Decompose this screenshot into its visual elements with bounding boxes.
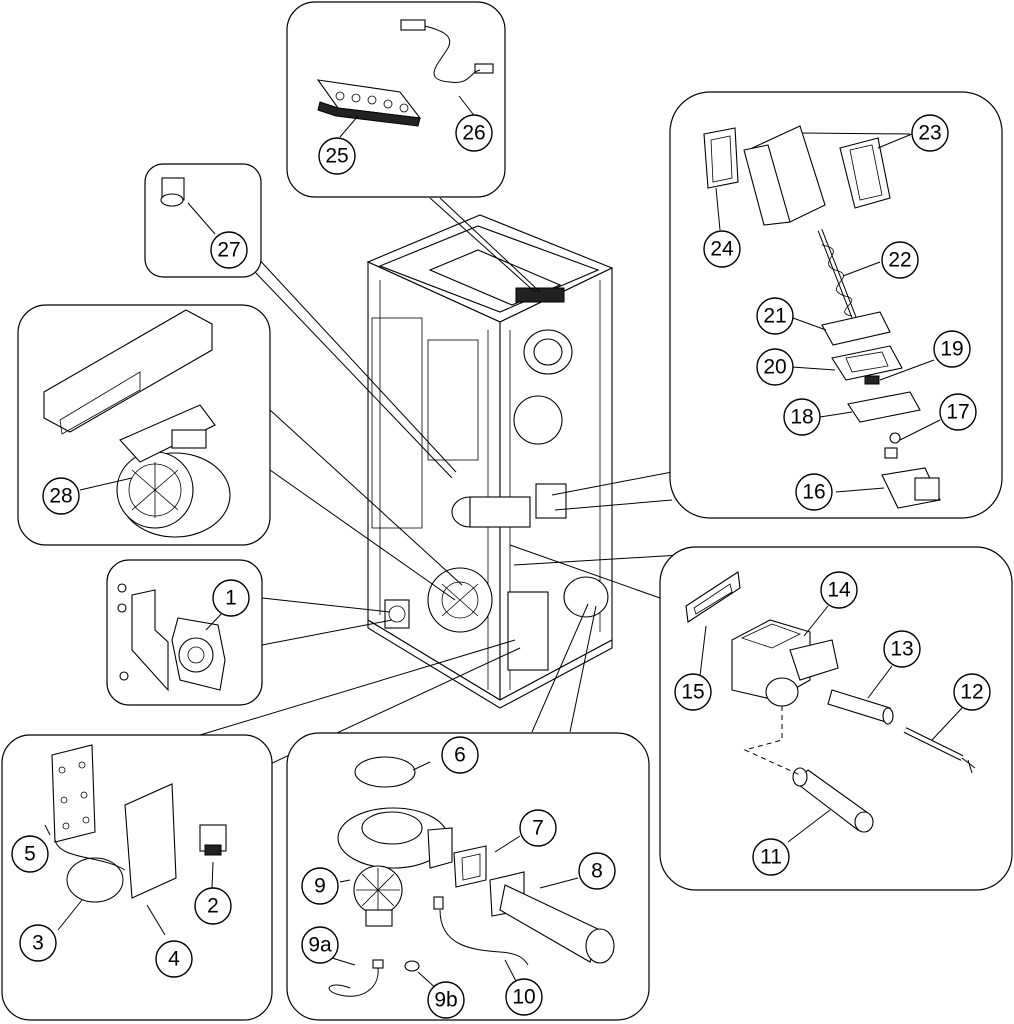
callout-label-26: 26 bbox=[462, 122, 485, 145]
panel-control-display bbox=[286, 1, 506, 198]
callout-18: 18 bbox=[783, 398, 821, 436]
panel-blower bbox=[286, 732, 650, 1021]
callout-label-6: 6 bbox=[454, 744, 466, 767]
callout-label-18: 18 bbox=[790, 406, 813, 429]
callout-label-19: 19 bbox=[940, 338, 963, 361]
callout-label-8: 8 bbox=[591, 860, 603, 883]
callout-4: 4 bbox=[155, 940, 193, 978]
callout-26: 26 bbox=[455, 114, 493, 152]
callout-label-15: 15 bbox=[681, 681, 704, 704]
callout-label-22: 22 bbox=[888, 249, 911, 272]
callout-6: 6 bbox=[441, 736, 479, 774]
callout-label-17: 17 bbox=[946, 401, 969, 424]
callout-label-12: 12 bbox=[960, 681, 983, 704]
callout-21: 21 bbox=[756, 297, 794, 335]
callout-28: 28 bbox=[42, 477, 80, 515]
callout-label-4: 4 bbox=[168, 948, 180, 971]
callout-label-16: 16 bbox=[802, 481, 825, 504]
panel-exhaust-motor bbox=[106, 559, 263, 706]
callout-25: 25 bbox=[318, 137, 356, 175]
callout-label-5: 5 bbox=[24, 843, 36, 866]
callout-23: 23 bbox=[911, 114, 949, 152]
callout-label-7: 7 bbox=[532, 817, 544, 840]
panel-auger bbox=[669, 91, 1003, 519]
callout-label-23: 23 bbox=[918, 122, 941, 145]
callout-16: 16 bbox=[795, 473, 833, 511]
callout-label-20: 20 bbox=[763, 356, 786, 379]
callout-label-1: 1 bbox=[225, 587, 237, 610]
callout-9a: 9a bbox=[301, 926, 339, 964]
callout-5: 5 bbox=[11, 835, 49, 873]
callout-label-21: 21 bbox=[763, 305, 786, 328]
panel-burner bbox=[659, 546, 1013, 891]
callout-label-10: 10 bbox=[512, 986, 535, 1009]
callout-9b: 9b bbox=[427, 981, 465, 1019]
callout-9: 9 bbox=[301, 867, 339, 905]
callout-19: 19 bbox=[933, 330, 971, 368]
panel-electronics bbox=[1, 734, 273, 1021]
callout-14: 14 bbox=[820, 571, 858, 609]
callout-15: 15 bbox=[674, 673, 712, 711]
callout-24: 24 bbox=[703, 230, 741, 268]
callout-27: 27 bbox=[210, 231, 248, 269]
callout-label-2: 2 bbox=[207, 895, 219, 918]
panel-combustion-fan bbox=[17, 304, 271, 546]
callout-label-13: 13 bbox=[890, 638, 913, 661]
callout-13: 13 bbox=[883, 630, 921, 668]
callout-label-9a: 9a bbox=[308, 934, 332, 957]
leader-lines bbox=[199, 197, 681, 766]
callout-2: 2 bbox=[194, 887, 232, 925]
callout-10: 10 bbox=[505, 978, 543, 1016]
callout-label-24: 24 bbox=[710, 238, 734, 261]
callout-1: 1 bbox=[212, 579, 250, 617]
callout-label-9: 9 bbox=[314, 875, 326, 898]
callout-11: 11 bbox=[752, 838, 790, 876]
callout-label-3: 3 bbox=[32, 932, 44, 955]
callout-label-25: 25 bbox=[325, 145, 348, 168]
callout-label-11: 11 bbox=[760, 846, 782, 869]
callout-label-27: 27 bbox=[217, 239, 240, 262]
callout-3: 3 bbox=[19, 924, 57, 962]
callout-20: 20 bbox=[756, 348, 794, 386]
callout-label-28: 28 bbox=[49, 485, 72, 508]
callout-label-9b: 9b bbox=[434, 989, 457, 1012]
callout-17: 17 bbox=[939, 393, 977, 431]
callout-12: 12 bbox=[953, 673, 991, 711]
callout-7: 7 bbox=[519, 809, 557, 847]
callout-22: 22 bbox=[881, 241, 919, 279]
callout-label-14: 14 bbox=[827, 579, 851, 602]
callout-8: 8 bbox=[578, 852, 616, 890]
stove-body bbox=[366, 214, 614, 709]
